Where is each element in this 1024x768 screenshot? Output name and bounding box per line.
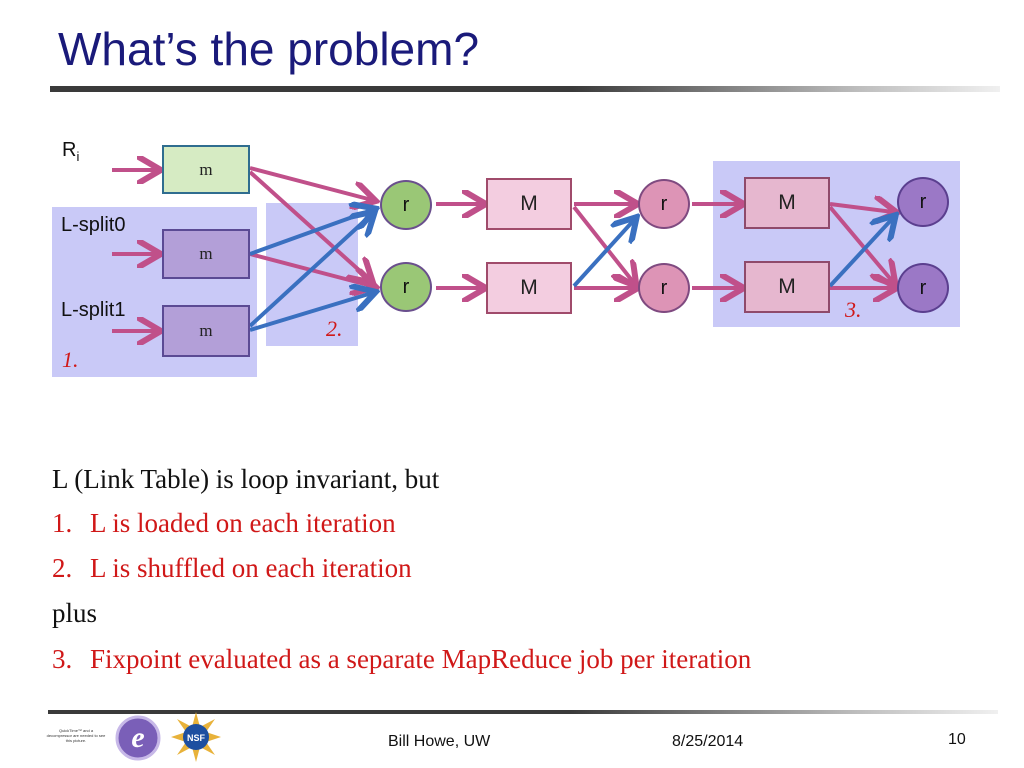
region-1-number: 1. xyxy=(62,347,79,372)
map-box-M3: M xyxy=(744,177,830,229)
arrow-M4-to-r5 xyxy=(828,218,893,288)
arrow-m1-to-r2 xyxy=(248,170,370,280)
plus-text: plus xyxy=(52,598,98,628)
list-item-3: 3.Fixpoint evaluated as a separate MapRe… xyxy=(52,644,752,674)
nsf-logo: NSF xyxy=(170,711,222,763)
footer-author: Bill Howe, UW xyxy=(388,733,491,750)
arrow-M3-to-r5 xyxy=(829,204,893,212)
map-box-M1: M xyxy=(486,178,572,230)
reduce-node-5: r xyxy=(897,177,949,227)
map-box-lsplit0: m xyxy=(162,229,250,279)
arrow-m1-to-r1 xyxy=(249,166,372,200)
page-number: 10 xyxy=(948,731,966,748)
reduce-node-6: r xyxy=(897,263,949,313)
map-box-M4: M xyxy=(744,261,830,313)
escience-logo: e xyxy=(113,713,163,763)
intro-text: L (Link Table) is loop invariant, but xyxy=(52,464,440,494)
title-divider xyxy=(50,86,1000,92)
list-item-1: 1.L is loaded on each iteration xyxy=(52,508,396,538)
region-2-number: 2. xyxy=(326,316,343,341)
map-box-lsplit1: m xyxy=(162,305,250,357)
svg-text:NSF: NSF xyxy=(187,733,206,743)
map-box-ri: m xyxy=(162,145,250,194)
reduce-node-3: r xyxy=(638,179,690,229)
arrow-M1-to-r4 xyxy=(572,205,634,283)
ri-label: Ri xyxy=(62,139,80,164)
list-item-2: 2.L is shuffled on each iteration xyxy=(52,553,412,583)
arrow-m3-to-r2 xyxy=(249,293,372,332)
arrow-m3-to-r1 xyxy=(248,214,372,328)
region-3-number: 3. xyxy=(845,297,862,322)
reduce-node-4: r xyxy=(638,263,690,313)
footer-date: 8/25/2014 xyxy=(672,733,744,750)
reduce-node-1: r xyxy=(380,180,432,230)
lsplit0-label: L-split0 xyxy=(61,214,126,236)
svg-text:e: e xyxy=(131,721,144,754)
map-box-M2: M xyxy=(486,262,572,314)
footer-divider xyxy=(48,710,998,714)
slide-title: What’s the problem? xyxy=(58,23,480,75)
arrow-M2-to-r3 xyxy=(572,220,634,288)
quicktime-placeholder-logo: QuickTime™ and a decompressor are needed… xyxy=(46,728,106,743)
reduce-node-2: r xyxy=(380,262,432,312)
lsplit1-label: L-split1 xyxy=(61,299,126,321)
arrow-M3-to-r6 xyxy=(828,205,893,282)
